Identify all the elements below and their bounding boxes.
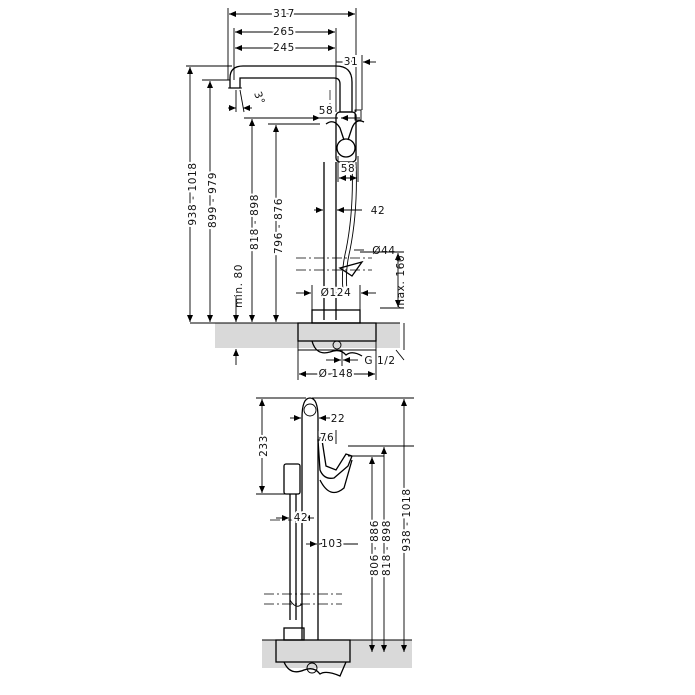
dim-818-898-top: 818 - 898 <box>249 194 261 250</box>
dim-31: 31 <box>344 56 359 68</box>
dim-min-80: min. 80 <box>233 264 245 308</box>
lever-side <box>317 439 353 479</box>
floor-hatch-side <box>262 640 412 668</box>
dim-58-top: 58 <box>319 105 334 117</box>
dim-58-side: 58 <box>341 163 356 175</box>
dim-265: 265 <box>273 26 295 38</box>
dim-angle-3: 3° <box>251 90 267 106</box>
dim-317: 317 <box>273 8 295 20</box>
spout <box>229 65 353 113</box>
dim-dia-124: Ø124 <box>321 287 352 299</box>
dim-806-886: 806 - 886 <box>369 520 381 576</box>
dim-g-1-2: G 1/2 <box>364 355 395 367</box>
dim-818-898-side: 818 - 898 <box>381 520 393 576</box>
dim-42-top: 42 <box>371 205 386 217</box>
dim-938-1018-top: 938 - 1018 <box>187 162 199 225</box>
spout-side <box>301 397 319 640</box>
dim-42-side: 42 <box>294 512 309 524</box>
side-view: 22 76 233 42 103 806 - 886 818 - 898 938… <box>256 397 415 677</box>
dim-dia-148: Ø 148 <box>319 368 354 380</box>
base-plate-side <box>275 639 351 663</box>
dim-dia-44: Ø44 <box>372 245 395 257</box>
mixer-body <box>335 111 357 163</box>
dim-233: 233 <box>258 435 270 457</box>
floor-hatch-front <box>215 323 400 348</box>
dim-max-160: max. 160 <box>395 255 407 309</box>
front-view: 317 265 245 31 3° 58 58 42 Ø44 <box>185 6 407 382</box>
dim-796-876: 796 - 876 <box>273 198 285 254</box>
dim-103: 103 <box>321 538 343 550</box>
dim-938-1018-side: 938 - 1018 <box>401 488 413 551</box>
dim-76: 76 <box>320 432 335 444</box>
dim-22: 22 <box>331 413 346 425</box>
dim-899-979: 899 - 979 <box>207 172 219 228</box>
hand-shower <box>283 463 301 495</box>
dim-245: 245 <box>273 42 295 54</box>
